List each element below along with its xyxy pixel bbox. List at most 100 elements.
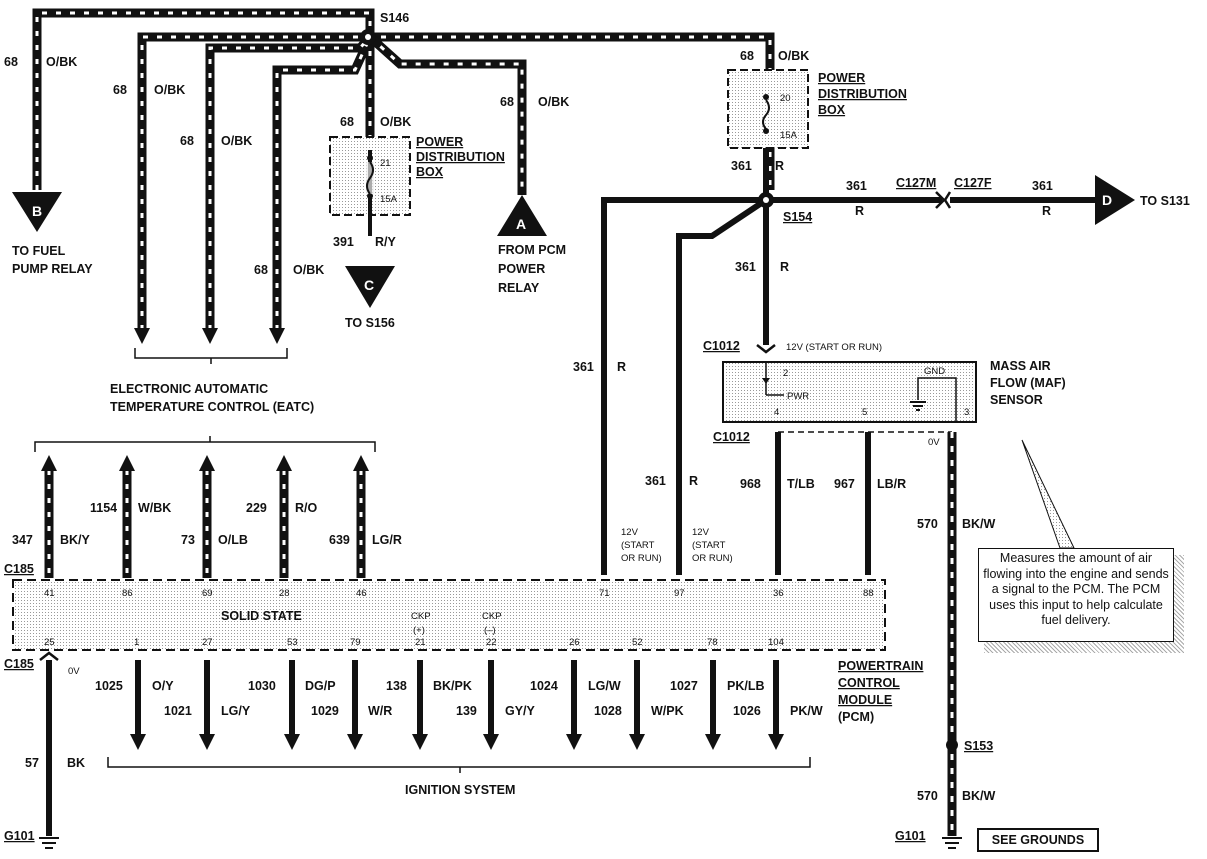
wire-color: O/BK — [538, 95, 569, 109]
terminal-c-desc: TO S156 — [345, 316, 395, 330]
wire-color: O/BK — [154, 83, 185, 97]
pcm-pin-number: 27 — [202, 637, 213, 648]
maf-pin: 5 — [862, 407, 867, 418]
maf-pin: 2 — [783, 368, 788, 379]
splice-s153-label: S153 — [964, 739, 993, 753]
maf-pin: 3 — [964, 407, 969, 418]
pcm-pin-number: 22 — [486, 637, 497, 648]
connector-c127f: C127F — [954, 176, 992, 190]
maf-0v: 0V — [928, 437, 940, 448]
wire-num: 639 — [329, 533, 350, 547]
wire-num: 1028 — [594, 704, 622, 718]
eatc-label: ELECTRONIC AUTOMATIC — [110, 382, 268, 396]
pcm-pin-number: 97 — [674, 588, 685, 599]
wire-num: 361 — [1032, 179, 1053, 193]
terminal-a-letter: A — [516, 216, 526, 232]
pdb-left-title: BOX — [416, 165, 444, 179]
maf-title: FLOW (MAF) — [990, 376, 1066, 390]
connector-c127m: C127M — [896, 176, 936, 190]
wire-num: 138 — [386, 679, 407, 693]
wire-color: O/BK — [221, 134, 252, 148]
pcm-module — [12, 579, 886, 651]
wire-color: LG/W — [588, 679, 621, 693]
wire-num: 968 — [740, 477, 761, 491]
maf-title: MASS AIR — [990, 359, 1051, 373]
wire-num: 361 — [573, 360, 594, 374]
wire-num: 361 — [846, 179, 867, 193]
terminal-d-desc: TO S131 — [1140, 194, 1190, 208]
callout-pointer — [1021, 439, 1075, 549]
terminal-a — [497, 195, 547, 236]
wire-num: 1021 — [164, 704, 192, 718]
wire-num: 347 — [12, 533, 33, 547]
fuse-number: 20 — [780, 93, 791, 104]
terminal-d-letter: D — [1102, 192, 1112, 208]
pcm-pin-number: 46 — [356, 588, 367, 599]
wire-color: R — [689, 474, 698, 488]
pcm-ckp: (–) — [484, 625, 496, 636]
pcm-12v: OR RUN) — [621, 553, 662, 564]
wire-num: 361 — [735, 260, 756, 274]
see-grounds-button[interactable]: SEE GROUNDS — [977, 828, 1099, 852]
maf-description-callout: Measures the amount of air flowing into … — [978, 548, 1174, 642]
wire-color: W/PK — [651, 704, 684, 718]
fuse-number: 21 — [380, 158, 391, 169]
connector-c185-top: C185 — [4, 562, 34, 576]
wire-num: 1024 — [530, 679, 558, 693]
pcm-12v: 12V — [621, 527, 639, 538]
fuse-amps: 15A — [380, 194, 398, 205]
wire-num: 1154 — [90, 501, 117, 515]
maf-signal-wires — [775, 432, 871, 575]
wire-num: 1027 — [670, 679, 698, 693]
terminal-b-desc: TO FUEL — [12, 244, 66, 258]
pcm-ckp: CKP — [411, 611, 431, 622]
pdb-right-title: POWER — [818, 71, 865, 85]
connector-c127 — [935, 191, 952, 209]
wire-color: BK/Y — [60, 533, 91, 547]
pcm-name: POWERTRAIN — [838, 659, 923, 673]
pcm-pin-number: 21 — [415, 637, 426, 648]
wire-num: 68 — [740, 49, 754, 63]
pcm-pin-number: 104 — [768, 637, 784, 648]
pcm-ckp: CKP — [482, 611, 502, 622]
pcm-pin-number: 26 — [569, 637, 580, 648]
connector-c1012-bot: C1012 — [713, 430, 750, 444]
terminal-a-desc: POWER — [498, 262, 545, 276]
wire-color: R — [775, 159, 784, 173]
wire-num: 1025 — [95, 679, 123, 693]
pcm-12v: OR RUN) — [692, 553, 733, 564]
terminal-b — [12, 192, 62, 232]
wire-color: T/LB — [787, 477, 815, 491]
ground-g101-right: G101 — [895, 829, 926, 843]
eatc-bracket — [134, 348, 288, 364]
wire-color: GY/Y — [505, 704, 536, 718]
wire-num: 68 — [113, 83, 127, 97]
wire-color: R — [855, 204, 864, 218]
terminal-b-letter: B — [32, 203, 42, 219]
wire-num: 570 — [917, 517, 938, 531]
wire-num: 68 — [340, 115, 354, 129]
terminal-b-desc: PUMP RELAY — [12, 262, 93, 276]
pcm-pin-number: 52 — [632, 637, 643, 648]
eatc-bracket-lower — [34, 436, 376, 452]
pcm-12v: (START — [621, 540, 655, 551]
eatc-label: TEMPERATURE CONTROL (EATC) — [110, 400, 314, 414]
ground-icon — [910, 401, 926, 411]
pcm-name: MODULE — [838, 693, 892, 707]
wire-color: W/BK — [138, 501, 171, 515]
wire-num: 68 — [500, 95, 514, 109]
ignition-bracket — [107, 757, 811, 773]
maf-sensor — [722, 361, 977, 423]
wire-color: BK/PK — [433, 679, 472, 693]
wire-color: R — [780, 260, 789, 274]
splice-s154-label: S154 — [783, 210, 812, 224]
wire-num: 361 — [645, 474, 666, 488]
pcm-pin-number: 1 — [134, 637, 139, 648]
wire-num: 57 — [25, 756, 39, 770]
pcm-12v: 12V — [692, 527, 710, 538]
pcm-solid-state: SOLID STATE — [221, 609, 302, 623]
wire-color: O/LB — [218, 533, 248, 547]
wire-color: R/O — [295, 501, 318, 515]
